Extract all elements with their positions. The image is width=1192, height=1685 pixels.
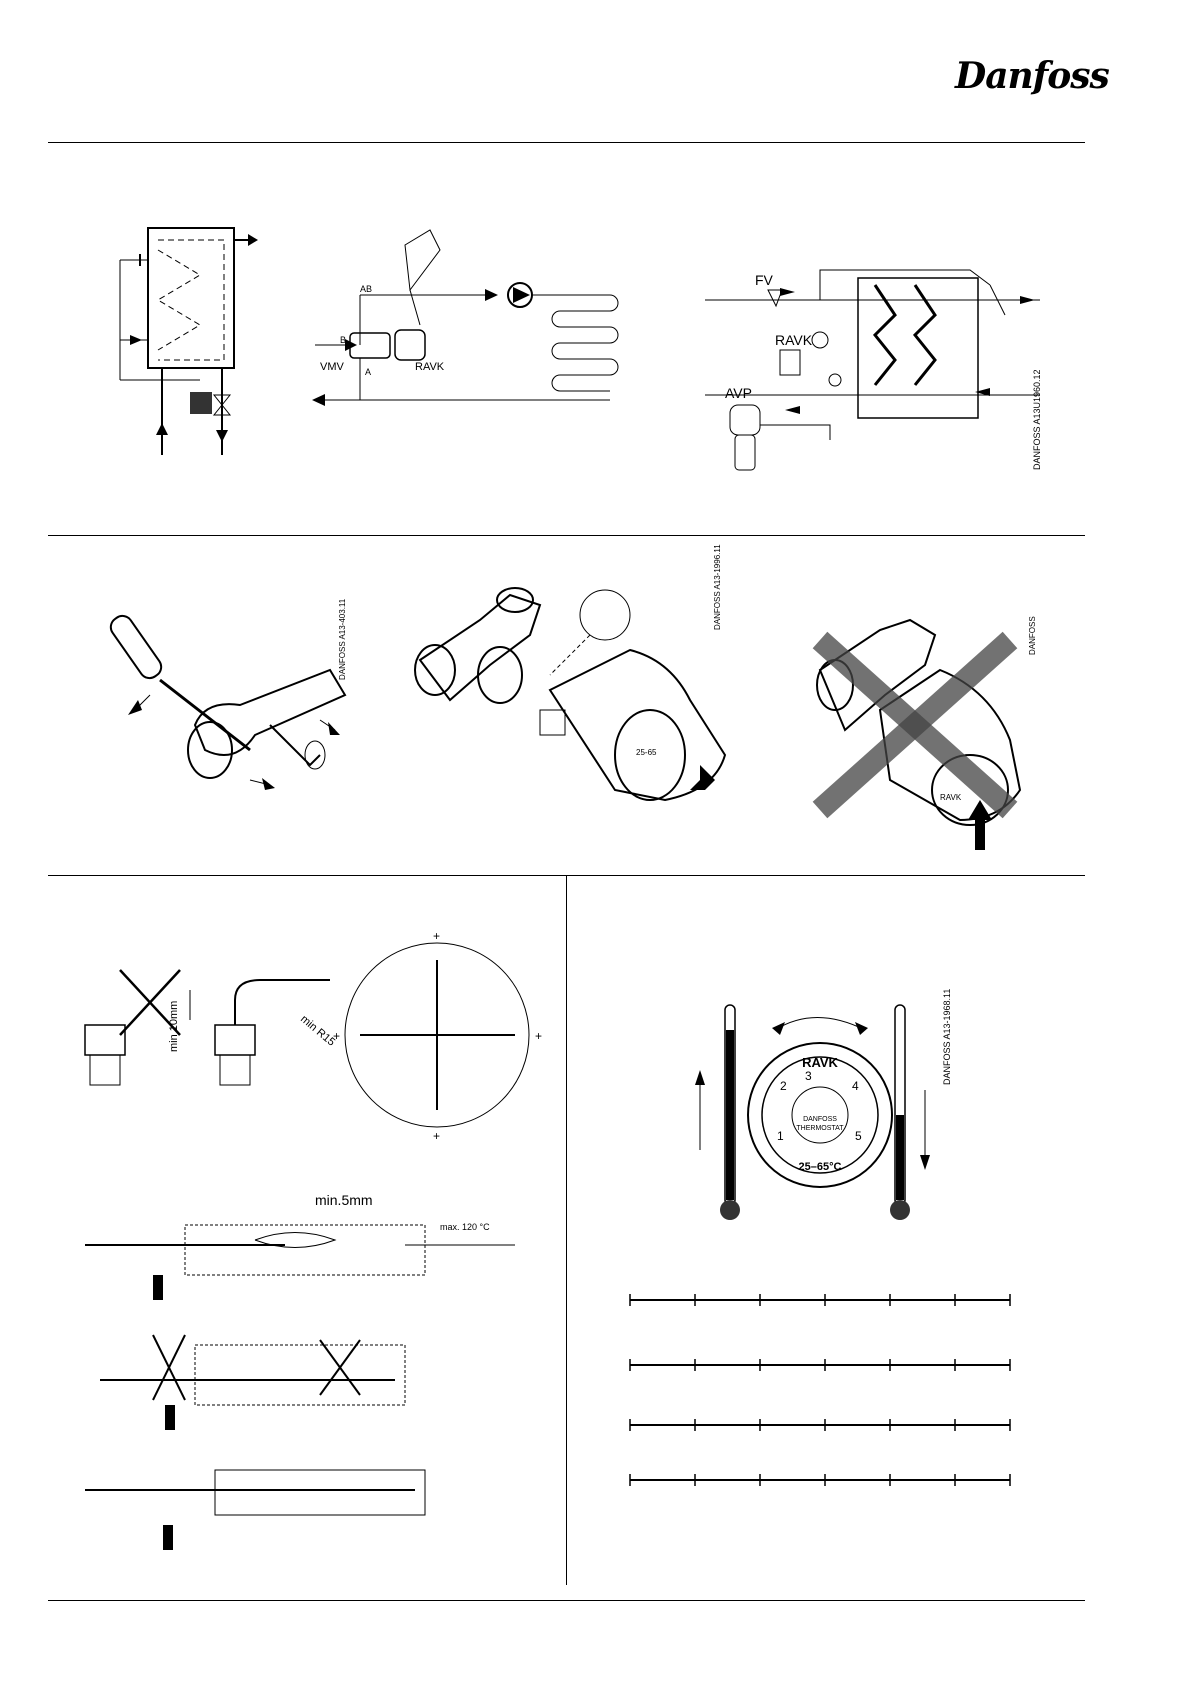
scale-lines bbox=[620, 1290, 1020, 1490]
district-heating-diagram: FV RAVK AVP DANFOSS A13U1960.12 bbox=[700, 240, 1080, 480]
plus-right: + bbox=[535, 1029, 542, 1043]
wrong-mounting-drawing: RAVK DANFOSS bbox=[800, 610, 1080, 860]
sensor-pocket-drawings: min.5mm max. 120 °C bbox=[85, 1185, 545, 1585]
floor-heating-diagram: AB B A VMV RAVK bbox=[320, 225, 640, 415]
dial-range: 25–65°C bbox=[799, 1161, 842, 1173]
dial-number-4: 4 bbox=[852, 1079, 859, 1093]
divider-mid-1 bbox=[48, 535, 1085, 536]
dial-line2: THERMOSTAT bbox=[796, 1125, 844, 1132]
label-fv: FV bbox=[755, 272, 774, 288]
label-min-5mm: min.5mm bbox=[315, 1192, 373, 1208]
heat-exchanger-diagram bbox=[100, 220, 280, 460]
label-ravk-left: RAVK bbox=[415, 361, 445, 373]
dial-brand: RAVK bbox=[802, 1055, 838, 1070]
label-vmv: VMV bbox=[320, 361, 345, 373]
divider-bottom bbox=[48, 1600, 1085, 1601]
label-min-r15: min R15 bbox=[298, 1013, 337, 1049]
code-danfoss: DANFOSS bbox=[1028, 616, 1037, 655]
code-a13-403: DANFOSS A13-403.11 bbox=[338, 598, 347, 680]
label-ravk-right: RAVK bbox=[775, 332, 813, 348]
label-ab: AB bbox=[360, 284, 372, 294]
knob-ravk-label-c: RAVK bbox=[940, 793, 962, 802]
temperature-dial-illustration: RAVK DANFOSS THERMOSTAT 25–65°C 1 2 3 4 … bbox=[680, 1000, 1000, 1220]
dial-number-1: 1 bbox=[777, 1129, 784, 1143]
knob-range-label-b: 25-65 bbox=[636, 748, 657, 757]
dial-line1: DANFOSS bbox=[803, 1116, 837, 1123]
plus-bottom: + bbox=[433, 1129, 440, 1143]
plus-left: + bbox=[333, 1029, 340, 1043]
plus-top: + bbox=[433, 929, 440, 943]
divider-top bbox=[48, 142, 1085, 143]
column-divider bbox=[566, 875, 567, 1585]
thermostat-head-mounting-drawing: 25-65 DANFOSS A13-1996.11 bbox=[400, 580, 780, 840]
code-a13u1960: DANFOSS A13U1960.12 bbox=[1032, 369, 1042, 470]
label-avp: AVP bbox=[725, 385, 752, 401]
dial-number-3: 3 bbox=[805, 1069, 812, 1083]
label-a: A bbox=[365, 367, 371, 377]
sensor-mounting-drawing: min 10mm min R15 + + + + bbox=[70, 940, 550, 1120]
valve-screwdriver-drawing: DANFOSS A13-403.11 bbox=[120, 600, 380, 810]
code-a13-1996: DANFOSS A13-1996.11 bbox=[713, 544, 722, 630]
dial-number-5: 5 bbox=[855, 1129, 862, 1143]
danfoss-logo: Danfoss bbox=[955, 55, 1109, 97]
label-max-120: max. 120 °C bbox=[440, 1222, 490, 1232]
label-b: B bbox=[340, 335, 346, 345]
code-a13-1968: DANFOSS A13-1968.11 bbox=[942, 989, 952, 1085]
label-min-10mm: min 10mm bbox=[168, 1001, 180, 1052]
dial-number-2: 2 bbox=[780, 1079, 787, 1093]
